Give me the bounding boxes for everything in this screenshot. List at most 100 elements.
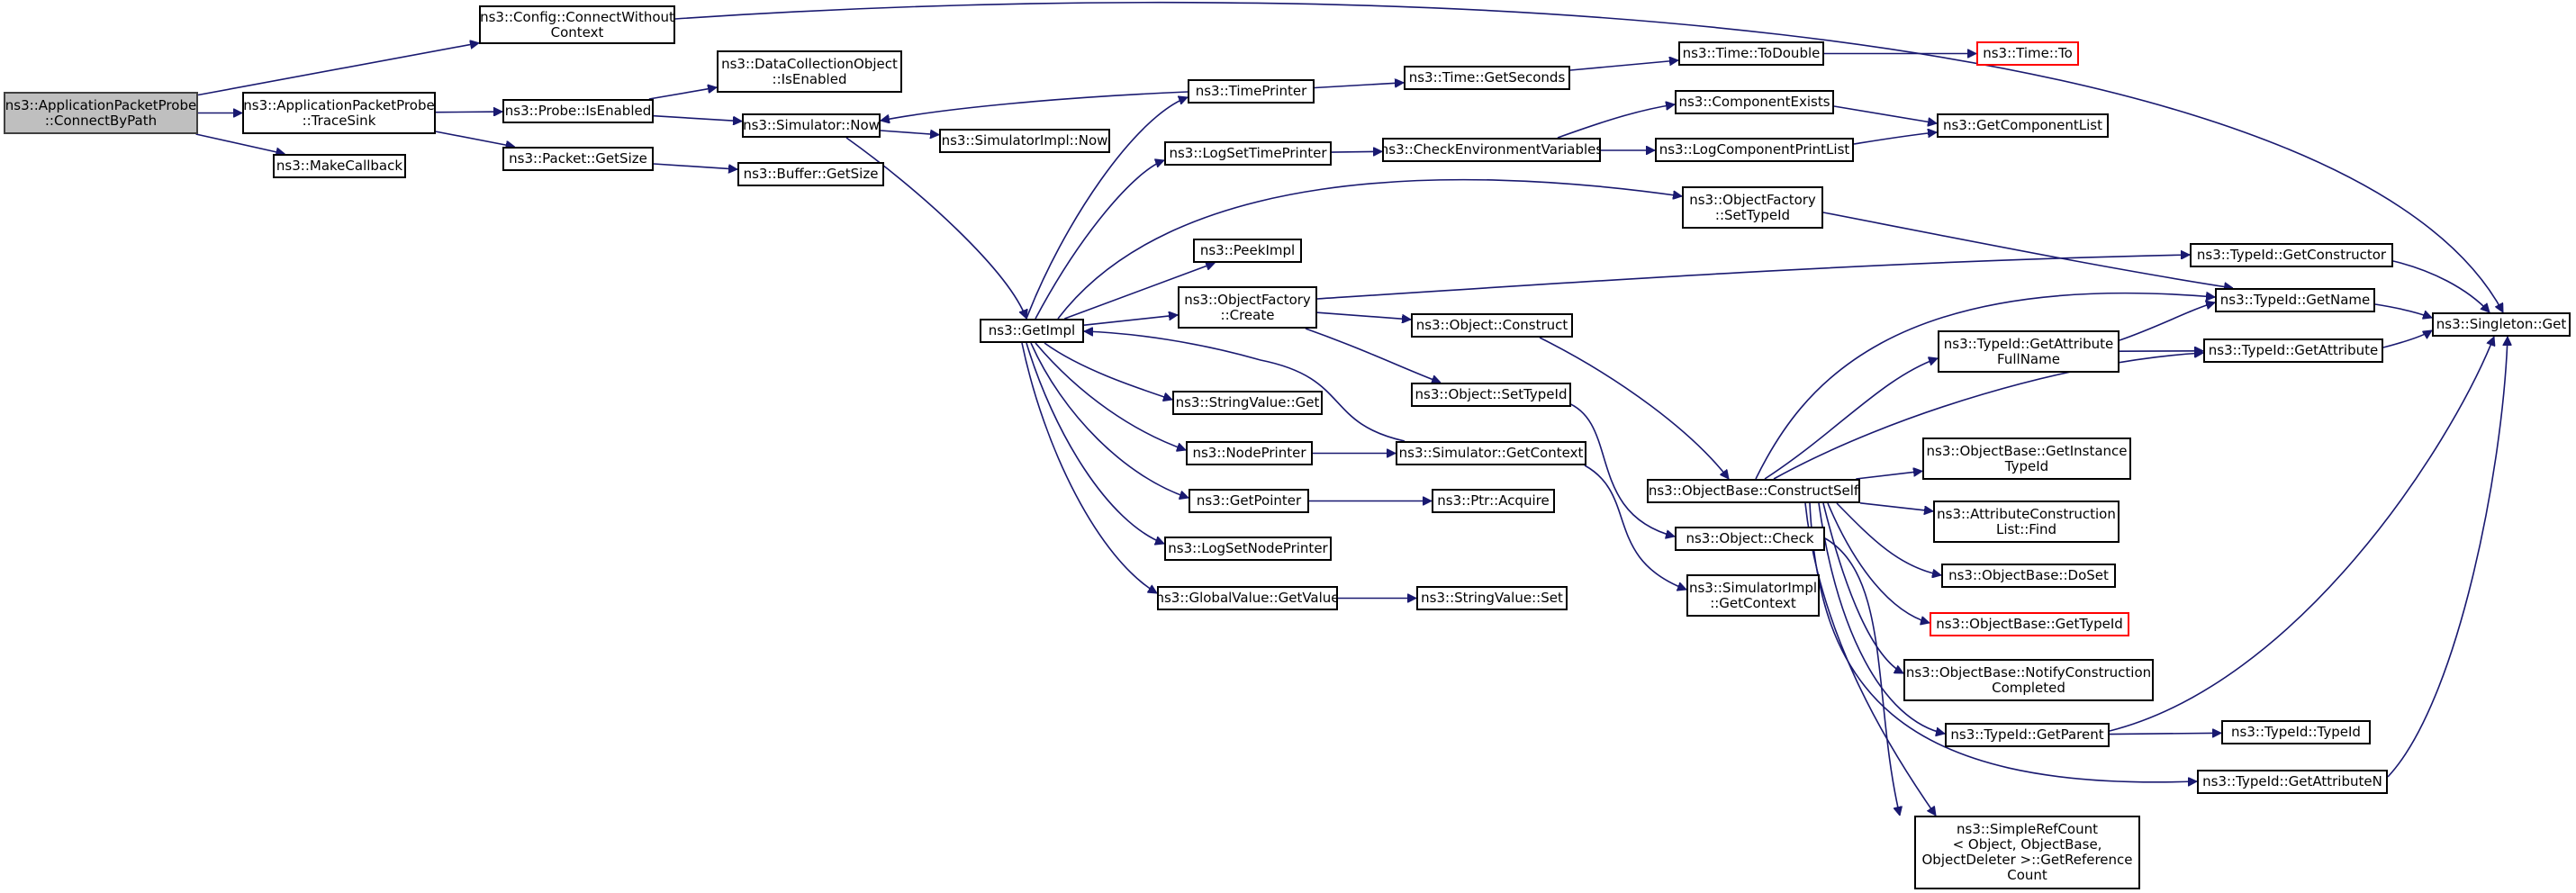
node-label-line: Completed <box>1992 679 2065 696</box>
node-buf[interactable]: ns3::Buffer::GetSize <box>737 162 884 186</box>
node-objcheck[interactable]: ns3::Object::Check <box>1675 527 1825 551</box>
node-label-line: ns3::Simulator::Now <box>743 117 880 133</box>
node-objsettype[interactable]: ns3::Object::SetTypeId <box>1411 383 1571 407</box>
node-label-line: ns3::TypeId::GetConstructor <box>2196 247 2387 263</box>
node-label-line: ns3::PeekImpl <box>1199 242 1296 258</box>
node-ofsettype[interactable]: ns3::ObjectFactory::SetTypeId <box>1682 186 1823 229</box>
node-label-line: ns3::SimulatorImpl <box>1688 579 1818 596</box>
node-getseconds[interactable]: ns3::Time::GetSeconds <box>1404 66 1570 90</box>
node-trace[interactable]: ns3::ApplicationPacketProbe::TraceSink <box>242 92 436 134</box>
edge-objcheck-to-simpleref <box>1824 537 1900 816</box>
node-objconstruct[interactable]: ns3::Object::Construct <box>1411 313 1573 338</box>
node-label-line: ns3::ObjectFactory <box>1184 291 1311 308</box>
node-getpointer[interactable]: ns3::GetPointer <box>1189 489 1309 513</box>
node-label-line: ns3::Object::Check <box>1686 530 1814 546</box>
node-label-line: ns3::StringValue::Set <box>1421 590 1563 606</box>
node-ofcreate[interactable]: ns3::ObjectFactory::Create <box>1178 286 1317 329</box>
edge-ofsettype-to-getname <box>1822 212 2233 288</box>
node-dco[interactable]: ns3::DataCollectionObject::IsEnabled <box>717 50 902 93</box>
edge-logcomp-to-getcomplist <box>1853 132 1937 145</box>
node-label-line: TypeId <box>2004 457 2049 474</box>
edge-trace-to-pkt <box>435 131 515 147</box>
edge-constructself-to-getname <box>1755 293 2215 480</box>
node-mkcb[interactable]: ns3::MakeCallback <box>273 154 406 178</box>
node-logsetnode[interactable]: ns3::LogSetNodePrinter <box>1164 537 1332 561</box>
node-label-line: ns3::ObjectFactory <box>1689 191 1816 208</box>
edge-timeprinter-to-simnow <box>881 91 1189 121</box>
node-label-line: ::ConnectByPath <box>44 112 158 129</box>
node-root[interactable]: ns3::ApplicationPacketProbe::ConnectByPa… <box>4 92 198 134</box>
node-compexists[interactable]: ns3::ComponentExists <box>1675 90 1834 114</box>
node-label-line: ns3::Probe::IsEnabled <box>504 103 652 119</box>
node-doset[interactable]: ns3::ObjectBase::DoSet <box>1941 564 2116 588</box>
node-gvget[interactable]: ns3::GlobalValue::GetValue <box>1157 586 1338 610</box>
node-obgettype[interactable]: ns3::ObjectBase::GetTypeId <box>1930 612 2129 636</box>
node-typeidtid[interactable]: ns3::TypeId::TypeId <box>2221 720 2371 744</box>
edge-getattrfull-to-getname <box>2119 302 2215 341</box>
node-timeprinter[interactable]: ns3::TimePrinter <box>1188 79 1315 104</box>
node-label-line: ns3::Object::Construct <box>1415 317 1568 333</box>
edge-constructself-to-getparent <box>1818 502 1945 734</box>
node-getattrn[interactable]: ns3::TypeId::GetAttributeN <box>2197 770 2388 794</box>
edge-pkt-to-buf <box>653 163 737 169</box>
node-probe[interactable]: ns3::Probe::IsEnabled <box>502 99 654 123</box>
node-label-line: ns3::LogSetTimePrinter <box>1169 145 1327 161</box>
edge-simgetctx-to-getimpl <box>1084 331 1406 442</box>
node-getconstructor[interactable]: ns3::TypeId::GetConstructor <box>2190 243 2393 267</box>
node-simimplnow[interactable]: ns3::SimulatorImpl::Now <box>939 129 1110 153</box>
node-label-line: ns3::TypeId::TypeId <box>2231 724 2361 740</box>
edge-getconstructor-to-singleton <box>2392 260 2490 312</box>
node-label-line: ns3::Packet::GetSize <box>509 150 647 167</box>
node-getimpl[interactable]: ns3::GetImpl <box>980 319 1084 343</box>
node-getparent[interactable]: ns3::TypeId::GetParent <box>1945 723 2110 747</box>
node-label-line: ns3::LogComponentPrintList <box>1659 141 1850 158</box>
node-label-line: Count <box>2007 867 2047 883</box>
node-logsettime[interactable]: ns3::LogSetTimePrinter <box>1164 141 1332 166</box>
edge-root-to-mkcb <box>195 133 285 154</box>
node-getattr[interactable]: ns3::TypeId::GetAttribute <box>2203 338 2383 363</box>
node-simnow[interactable]: ns3::Simulator::Now <box>742 113 881 138</box>
edge-getimpl-to-ofsettype <box>1057 178 1682 320</box>
edge-constructself-to-getattr <box>1773 353 2203 480</box>
edge-getattr-to-singleton <box>2382 329 2432 348</box>
node-label-line: ns3::Buffer::GetSize <box>743 166 879 182</box>
edge-constructself-to-getinstance <box>1856 471 1922 480</box>
node-logcomp[interactable]: ns3::LogComponentPrintList <box>1655 138 1854 162</box>
node-label-line: ns3::Simulator::GetContext <box>1398 445 1584 461</box>
node-strget[interactable]: ns3::StringValue::Get <box>1172 391 1323 415</box>
node-pkt[interactable]: ns3::Packet::GetSize <box>502 147 654 171</box>
node-checkenv[interactable]: ns3::CheckEnvironmentVariables <box>1382 138 1601 162</box>
node-label-line: ns3::LogSetNodePrinter <box>1168 540 1328 556</box>
node-label-line: ns3::TimePrinter <box>1195 83 1307 99</box>
edge-ofcreate-to-objconstruct <box>1316 311 1411 320</box>
node-constructself[interactable]: ns3::ObjectBase::ConstructSelf <box>1647 479 1860 503</box>
edge-getimpl-to-logsetnode <box>1026 342 1164 544</box>
node-strset[interactable]: ns3::StringValue::Set <box>1416 586 1568 610</box>
node-ptracq[interactable]: ns3::Ptr::Acquire <box>1432 489 1555 513</box>
node-timeto[interactable]: ns3::Time::To <box>1976 41 2079 66</box>
node-simimplctx[interactable]: ns3::SimulatorImpl::GetContext <box>1686 574 1820 617</box>
node-nodeprinter[interactable]: ns3::NodePrinter <box>1186 441 1313 465</box>
node-label-line: ns3::ApplicationPacketProbe <box>5 96 197 113</box>
edge-constructself-to-doset <box>1836 502 1941 575</box>
node-label-line: ::TraceSink <box>302 112 376 129</box>
node-label-line: List::Find <box>1995 520 2057 537</box>
node-label-line: ns3::Time::ToDouble <box>1682 45 1821 61</box>
edge-objsettype-to-objcheck <box>1566 401 1675 537</box>
node-simpleref[interactable]: ns3::SimpleRefCount< Object, ObjectBase,… <box>1914 816 2140 889</box>
node-label-line: ns3::Singleton::Get <box>2436 316 2567 332</box>
edge-trace-to-probe <box>435 112 502 113</box>
node-todouble[interactable]: ns3::Time::ToDouble <box>1678 41 1824 66</box>
node-simgetctx[interactable]: ns3::Simulator::GetContext <box>1396 441 1586 465</box>
node-label-line: ns3::ApplicationPacketProbe <box>243 96 435 113</box>
edge-getimpl-to-logsettime <box>1035 160 1164 320</box>
node-singleton[interactable]: ns3::Singleton::Get <box>2432 312 2571 337</box>
node-getcomplist[interactable]: ns3::GetComponentList <box>1937 113 2109 138</box>
node-peekimpl[interactable]: ns3::PeekImpl <box>1193 239 1302 263</box>
node-getname[interactable]: ns3::TypeId::GetName <box>2215 288 2375 312</box>
